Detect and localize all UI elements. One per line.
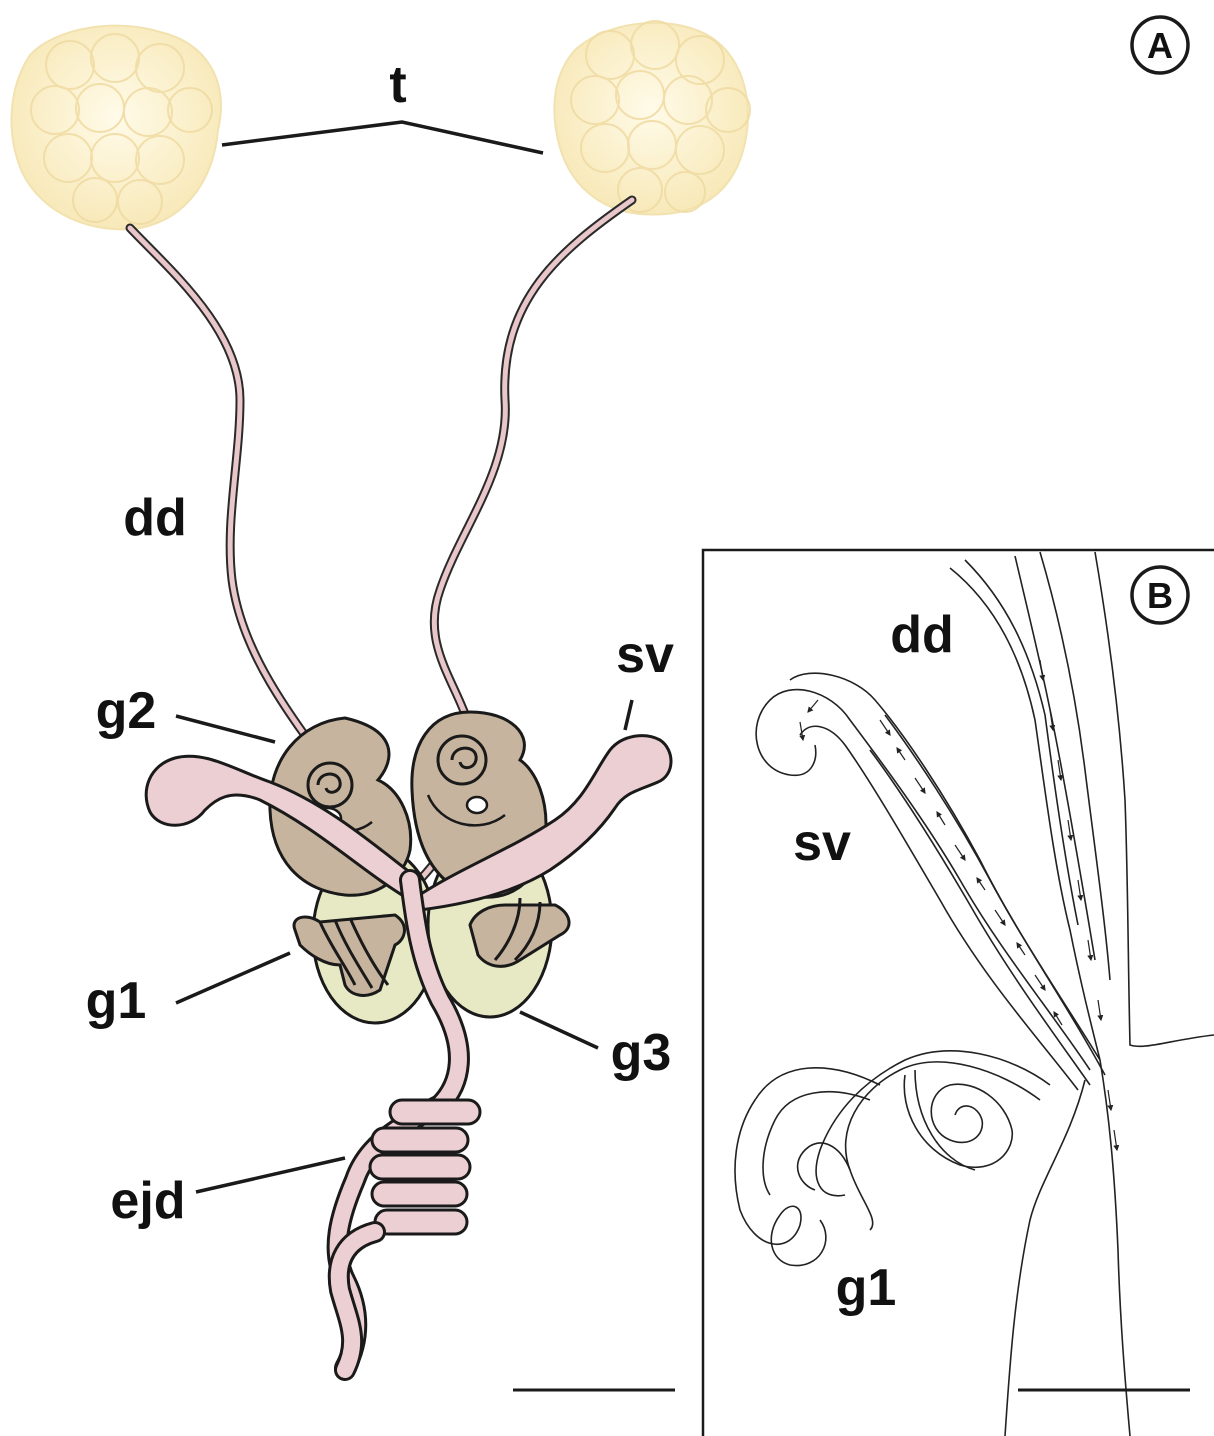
panel-b-badge-letter: B	[1147, 575, 1173, 616]
panel-a: A	[12, 17, 1188, 1390]
label-sv-a: sv	[616, 626, 674, 684]
panel-b: B	[703, 550, 1214, 1436]
panel-a-badge-letter: A	[1147, 25, 1173, 66]
label-g1-a: g1	[86, 972, 147, 1030]
testis-right	[554, 21, 750, 215]
panel-b-gland-1	[735, 1051, 1050, 1266]
label-sv-b: sv	[793, 814, 851, 872]
label-dd-a: dd	[123, 489, 187, 547]
testis-left	[12, 26, 221, 230]
label-dd-b: dd	[890, 606, 954, 664]
panel-b-flow-arrows	[800, 660, 1117, 1150]
label-g3: g3	[611, 1024, 672, 1082]
panel-a-badge: A	[1132, 17, 1188, 73]
testes-leader-line	[222, 122, 543, 153]
panel-b-frame	[703, 550, 1214, 1436]
panel-b-deferent-duct	[950, 552, 1214, 1436]
label-g2: g2	[96, 682, 157, 740]
label-ejd: ejd	[110, 1172, 185, 1230]
label-g1-b: g1	[836, 1259, 897, 1317]
label-t: t	[389, 56, 406, 114]
panel-b-seminal-vesicle	[756, 673, 1105, 1090]
panel-b-badge: B	[1132, 567, 1188, 623]
